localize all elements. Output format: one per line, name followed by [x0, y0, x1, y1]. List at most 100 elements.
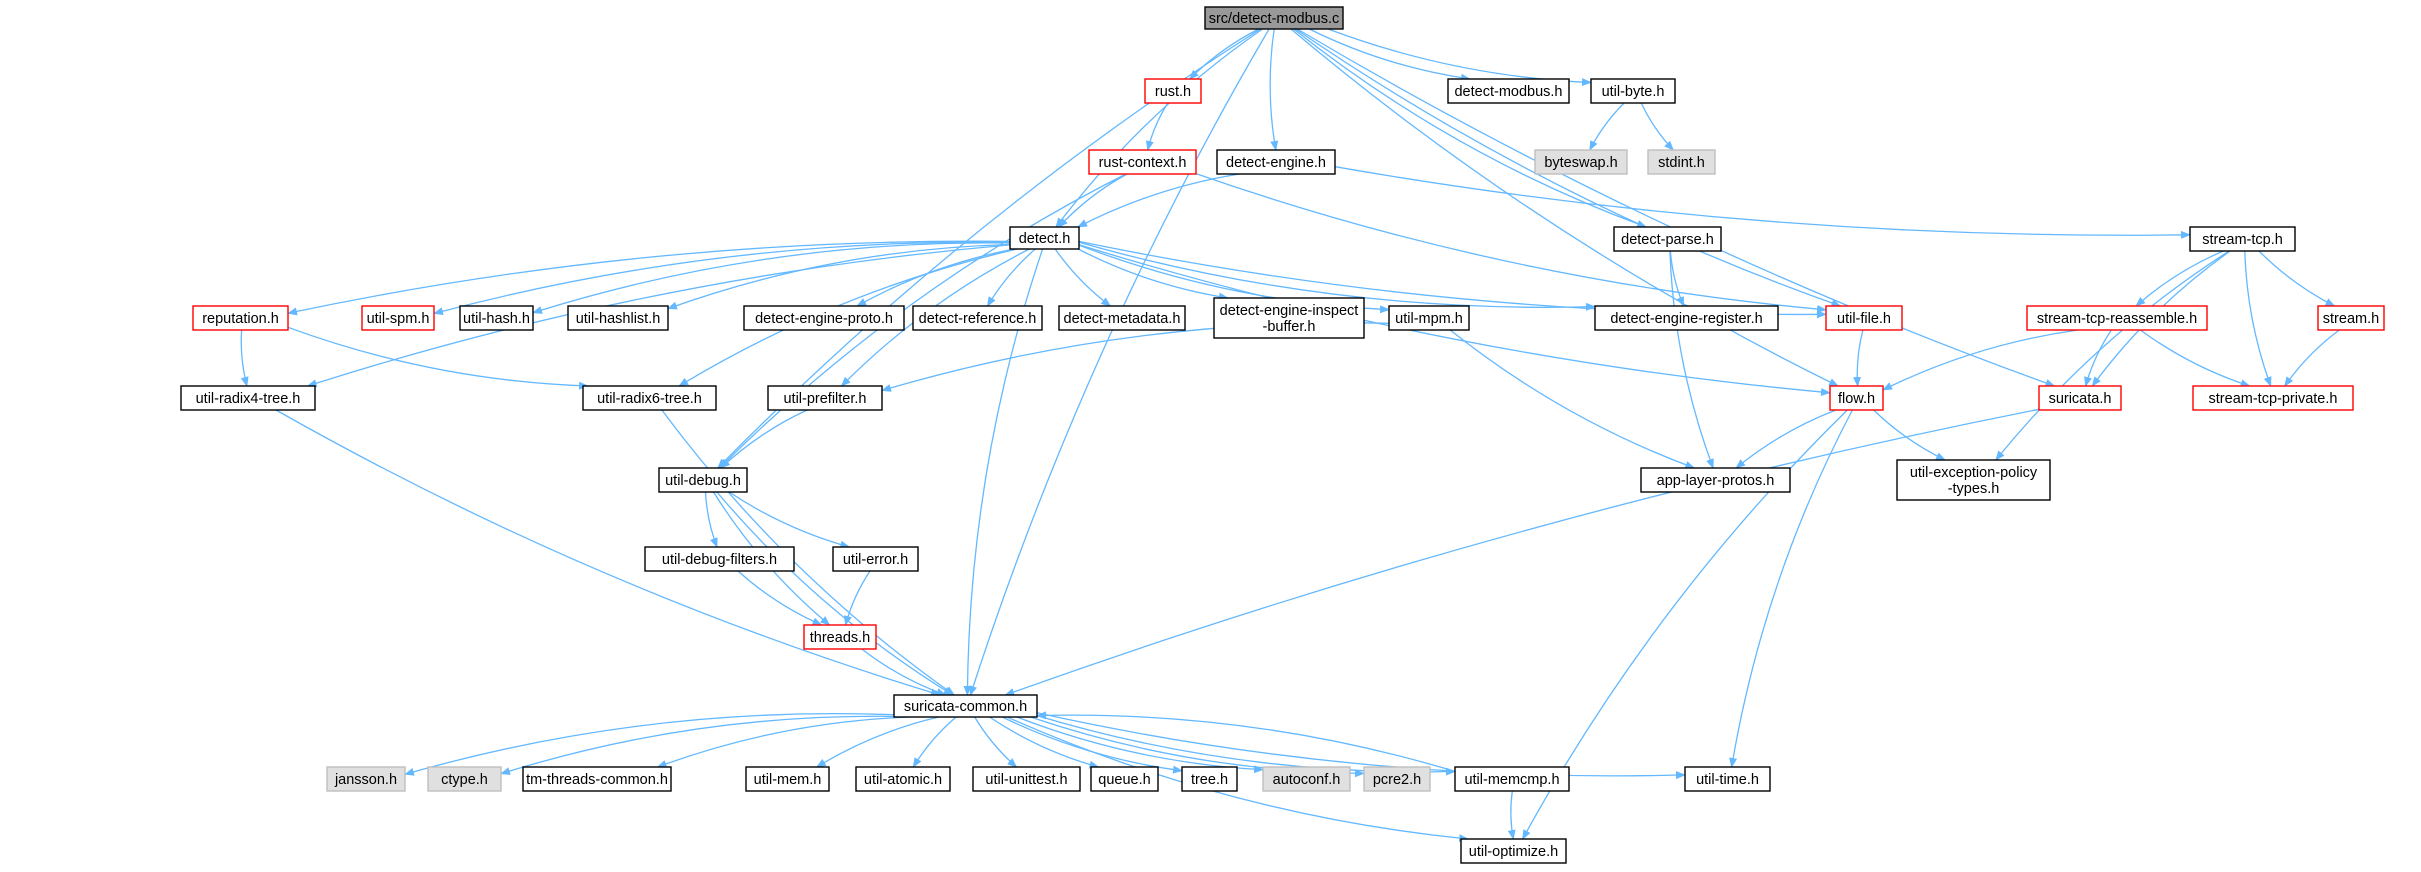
node-box	[1613, 226, 1722, 252]
edge-line	[661, 409, 956, 696]
node-detect-engine-proto[interactable]: detect-engine-proto.h	[743, 305, 905, 331]
node-flow[interactable]: flow.h	[1829, 385, 1884, 411]
edge-flow-to-util-exception	[1873, 409, 1946, 461]
edge-detect-to-util-spm	[433, 241, 1011, 316]
edge-line	[656, 716, 911, 768]
node-box	[893, 694, 1038, 718]
node-tm-threads-common[interactable]: tm-threads-common.h	[522, 766, 672, 792]
node-box	[2026, 305, 2208, 331]
edge-line	[1873, 409, 1946, 461]
node-queue[interactable]: queue.h	[1090, 766, 1159, 792]
edge-line	[1295, 28, 1842, 307]
node-detect-engine-register[interactable]: detect-engine-register.h	[1594, 305, 1779, 331]
node-detect-parse[interactable]: detect-parse.h	[1613, 226, 1722, 252]
node-threads[interactable]: threads.h	[803, 624, 877, 650]
node-util-memcmp[interactable]: util-memcmp.h	[1454, 766, 1570, 792]
node-box	[361, 305, 435, 331]
node-box	[1647, 149, 1716, 175]
node-tree[interactable]: tree.h	[1181, 766, 1238, 792]
node-util-mem[interactable]: util-mem.h	[745, 766, 830, 792]
node-util-time[interactable]: util-time.h	[1684, 766, 1771, 792]
node-util-byte[interactable]: util-byte.h	[1590, 78, 1676, 104]
node-detect[interactable]: detect.h	[1009, 226, 1080, 250]
node-label: tm-threads-common.h	[526, 772, 668, 788]
node-detect-engine[interactable]: detect-engine.h	[1216, 149, 1336, 175]
node-util-file[interactable]: util-file.h	[1825, 305, 1903, 331]
node-util-optimize[interactable]: util-optimize.h	[1460, 838, 1567, 864]
edge-line	[1507, 790, 1516, 840]
node-label: stream-tcp-private.h	[2209, 391, 2338, 407]
node-label: util-mem.h	[754, 772, 822, 788]
edge-line	[2244, 250, 2272, 387]
node-box	[1825, 305, 1903, 331]
node-label: util-file.h	[1837, 311, 1891, 327]
edge-root-to-detect-modbus	[1309, 28, 1471, 82]
node-box	[1590, 78, 1676, 104]
edge-detect-to-detect-reference	[986, 248, 1036, 307]
edge-root-to-util-file	[1295, 28, 1842, 307]
node-detect-engine-inspect[interactable]: detect-engine-inspect-buffer.h	[1213, 297, 1365, 339]
node-util-spm[interactable]: util-spm.h	[361, 305, 435, 331]
node-util-atomic[interactable]: util-atomic.h	[855, 766, 951, 792]
node-util-radix4[interactable]: util-radix4-tree.h	[180, 385, 316, 411]
node-label: pcre2.h	[1373, 772, 1421, 788]
node-util-radix6[interactable]: util-radix6-tree.h	[582, 385, 717, 411]
edge-line	[1449, 329, 1696, 469]
node-util-debug-filters[interactable]: util-debug-filters.h	[644, 546, 795, 572]
node-suricata-common[interactable]: suricata-common.h	[893, 694, 1038, 718]
edge-line	[1669, 250, 1714, 469]
node-label: app-layer-protos.h	[1657, 473, 1775, 489]
edge-root-to-suricata	[1296, 28, 2056, 387]
node-box	[912, 305, 1043, 331]
node-suricata[interactable]: suricata.h	[2038, 385, 2122, 411]
node-label: util-byte.h	[1602, 84, 1665, 100]
node-box	[1640, 467, 1791, 493]
node-label: queue.h	[1098, 772, 1150, 788]
node-box	[2038, 385, 2122, 411]
node-label: reputation.h	[202, 311, 279, 327]
edge-util-prefilter-to-util-debug	[720, 409, 808, 469]
node-detect-metadata[interactable]: detect-metadata.h	[1058, 305, 1186, 331]
node-util-mpm[interactable]: util-mpm.h	[1388, 305, 1470, 331]
node-util-prefilter[interactable]: util-prefilter.h	[767, 385, 883, 411]
node-box	[1896, 459, 2051, 501]
node-label: detect-engine-inspect	[1220, 303, 1359, 319]
edge-detect-to-detect-metadata	[1054, 248, 1112, 307]
edge-line	[1078, 241, 1596, 311]
node-util-hashlist[interactable]: util-hashlist.h	[567, 305, 669, 331]
edge-rust-context-to-util-debug	[718, 173, 1127, 469]
edge-util-debug-to-suricata-common	[716, 491, 954, 696]
node-root[interactable]: src/detect-modbus.c	[1204, 6, 1344, 30]
node-box	[1090, 766, 1159, 792]
edge-line	[861, 648, 947, 696]
node-detect-modbus[interactable]: detect-modbus.h	[1447, 78, 1570, 104]
node-rust[interactable]: rust.h	[1144, 78, 1202, 104]
edge-line	[989, 716, 1100, 769]
node-label: rust-context.h	[1099, 155, 1187, 171]
edge-detect-to-detect-engine-register	[1078, 241, 1596, 311]
node-stream-tcp-private[interactable]: stream-tcp-private.h	[2192, 385, 2354, 411]
node-util-hash[interactable]: util-hash.h	[459, 305, 534, 331]
edges-layer	[240, 28, 2340, 843]
edge-suricata-common-to-util-unittest	[974, 716, 1018, 768]
node-rust-context[interactable]: rust-context.h	[1088, 149, 1197, 175]
node-util-error[interactable]: util-error.h	[832, 546, 919, 572]
node-stream-tcp-reassemble[interactable]: stream-tcp-reassemble.h	[2026, 305, 2208, 331]
node-detect-reference[interactable]: detect-reference.h	[912, 305, 1043, 331]
node-util-debug[interactable]: util-debug.h	[658, 467, 748, 493]
node-stream[interactable]: stream.h	[2317, 305, 2385, 331]
node-reputation[interactable]: reputation.h	[192, 305, 289, 331]
node-label: byteswap.h	[1544, 155, 1617, 171]
node-util-unittest[interactable]: util-unittest.h	[972, 766, 1081, 792]
edge-root-to-flow	[1290, 28, 1839, 387]
node-stream-tcp[interactable]: stream-tcp.h	[2189, 226, 2296, 252]
edge-line	[1195, 172, 1827, 313]
node-util-exception[interactable]: util-exception-policy-types.h	[1896, 459, 2051, 501]
node-box	[1213, 297, 1365, 339]
edge-line	[1290, 28, 1839, 387]
edge-line	[1188, 28, 1260, 80]
node-app-layer-protos[interactable]: app-layer-protos.h	[1640, 467, 1791, 493]
edge-threads-to-suricata-common	[861, 648, 947, 696]
edge-line	[306, 244, 1011, 388]
edge-line	[500, 715, 895, 775]
